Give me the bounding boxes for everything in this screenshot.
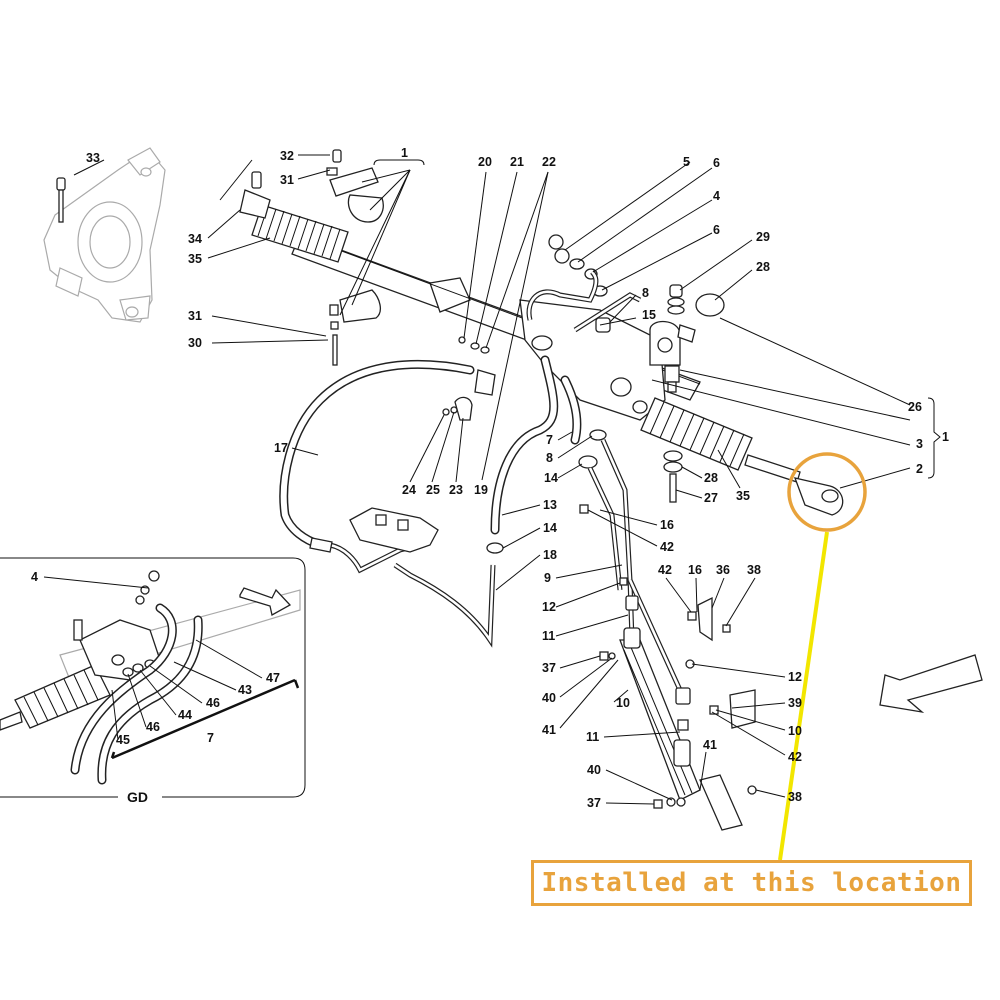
label-25: 25 [426,483,440,497]
label-33: 33 [86,151,100,165]
label-17: 17 [274,441,288,455]
label-16: 16 [660,518,674,532]
part-labels: 33 32 31 1 34 35 31 30 20 21 22 5 6 4 6 … [31,146,949,810]
label-20: 20 [478,155,492,169]
label-21: 21 [510,155,524,169]
inset-title-gd: GD [127,789,148,805]
label-11-lower: 11 [586,730,599,744]
label-30: 30 [188,336,202,350]
label-35: 35 [188,252,202,266]
cooler-brackets [685,596,756,831]
label-15: 15 [642,308,656,322]
hose-19 [486,335,559,554]
label-12-right: 12 [788,670,802,684]
rack-valve-body [519,299,681,421]
label-8-lower: 8 [546,451,553,465]
inset-label-46: 46 [206,696,220,710]
label-5: 5 [683,155,690,169]
inset-label-4: 4 [31,570,38,584]
label-14: 14 [544,471,558,485]
label-10: 10 [616,696,630,710]
label-22: 22 [542,155,556,169]
label-9: 9 [544,571,551,585]
inset-label-47: 47 [266,671,280,685]
label-1: 1 [401,146,408,160]
label-18: 18 [543,548,557,562]
label-42-mid: 42 [658,563,672,577]
label-36: 36 [716,563,730,577]
label-11: 11 [542,629,555,643]
hose-junction-block [349,507,439,553]
label-28: 28 [756,260,770,274]
install-location-callout: Installed at this location [531,860,972,906]
label-13: 13 [543,498,557,512]
label-6: 6 [713,156,720,170]
label-14-lower: 14 [543,521,557,535]
upper-pipe [526,270,642,333]
label-24: 24 [402,483,416,497]
label-34: 34 [188,232,202,246]
rack-clamps [326,149,384,366]
left-tie-rod-end [239,171,271,219]
inset-label-45: 45 [116,733,130,747]
label-28-lower: 28 [704,471,718,485]
label-37-lower: 37 [587,796,601,810]
label-8: 8 [642,286,649,300]
label-7: 7 [546,433,553,447]
label-37: 37 [542,661,556,675]
right-bellows [640,397,753,471]
label-31: 31 [280,173,294,187]
label-31-lower: 31 [188,309,202,323]
label-40: 40 [542,691,556,705]
label-29: 29 [756,230,770,244]
label-27: 27 [704,491,718,505]
label-19: 19 [474,483,488,497]
inset-label-7: 7 [207,731,214,745]
hose-bracket [442,369,496,421]
inset-label-46-lower: 46 [146,720,160,734]
bolt-fittings-20-21 [458,336,490,354]
leader-lines [43,154,941,805]
direction-arrow-right [879,654,983,714]
upper-fittings [548,234,608,297]
label-42-right: 42 [788,750,802,764]
inset-panel-gd [0,557,306,798]
inset-label-44: 44 [178,708,192,722]
rack-mount-bottom [663,450,683,503]
cooler-bolts [579,504,757,809]
label-1-right: 1 [942,430,949,444]
label-6-lower: 6 [713,223,720,237]
inset-label-43: 43 [238,683,252,697]
label-4: 4 [713,189,720,203]
install-location-text: Installed at this location [541,868,962,898]
label-32: 32 [280,149,294,163]
label-12: 12 [542,600,556,614]
label-41-lower: 41 [703,738,717,752]
label-2: 2 [916,462,923,476]
label-16-mid: 16 [688,563,702,577]
label-41: 41 [542,723,556,737]
oil-cooler [619,595,701,801]
label-39: 39 [788,696,802,710]
label-38-lower: 38 [788,790,802,804]
return-hose-17 [279,359,475,574]
pipe-18 [393,562,496,648]
label-35-right: 35 [736,489,750,503]
right-tie-rod-end [793,477,844,516]
label-23: 23 [449,483,463,497]
install-location-highlight [778,452,867,861]
label-10-right: 10 [788,724,802,738]
label-42: 42 [660,540,674,554]
label-26: 26 [908,400,922,414]
steering-knuckle-ghost [43,147,166,323]
label-3: 3 [916,437,923,451]
rack-mount-top [667,284,725,343]
label-38: 38 [747,563,761,577]
hose-7 [560,375,607,469]
left-bellows [251,204,349,263]
bolt-33 [56,177,66,223]
label-40-lower: 40 [587,763,601,777]
